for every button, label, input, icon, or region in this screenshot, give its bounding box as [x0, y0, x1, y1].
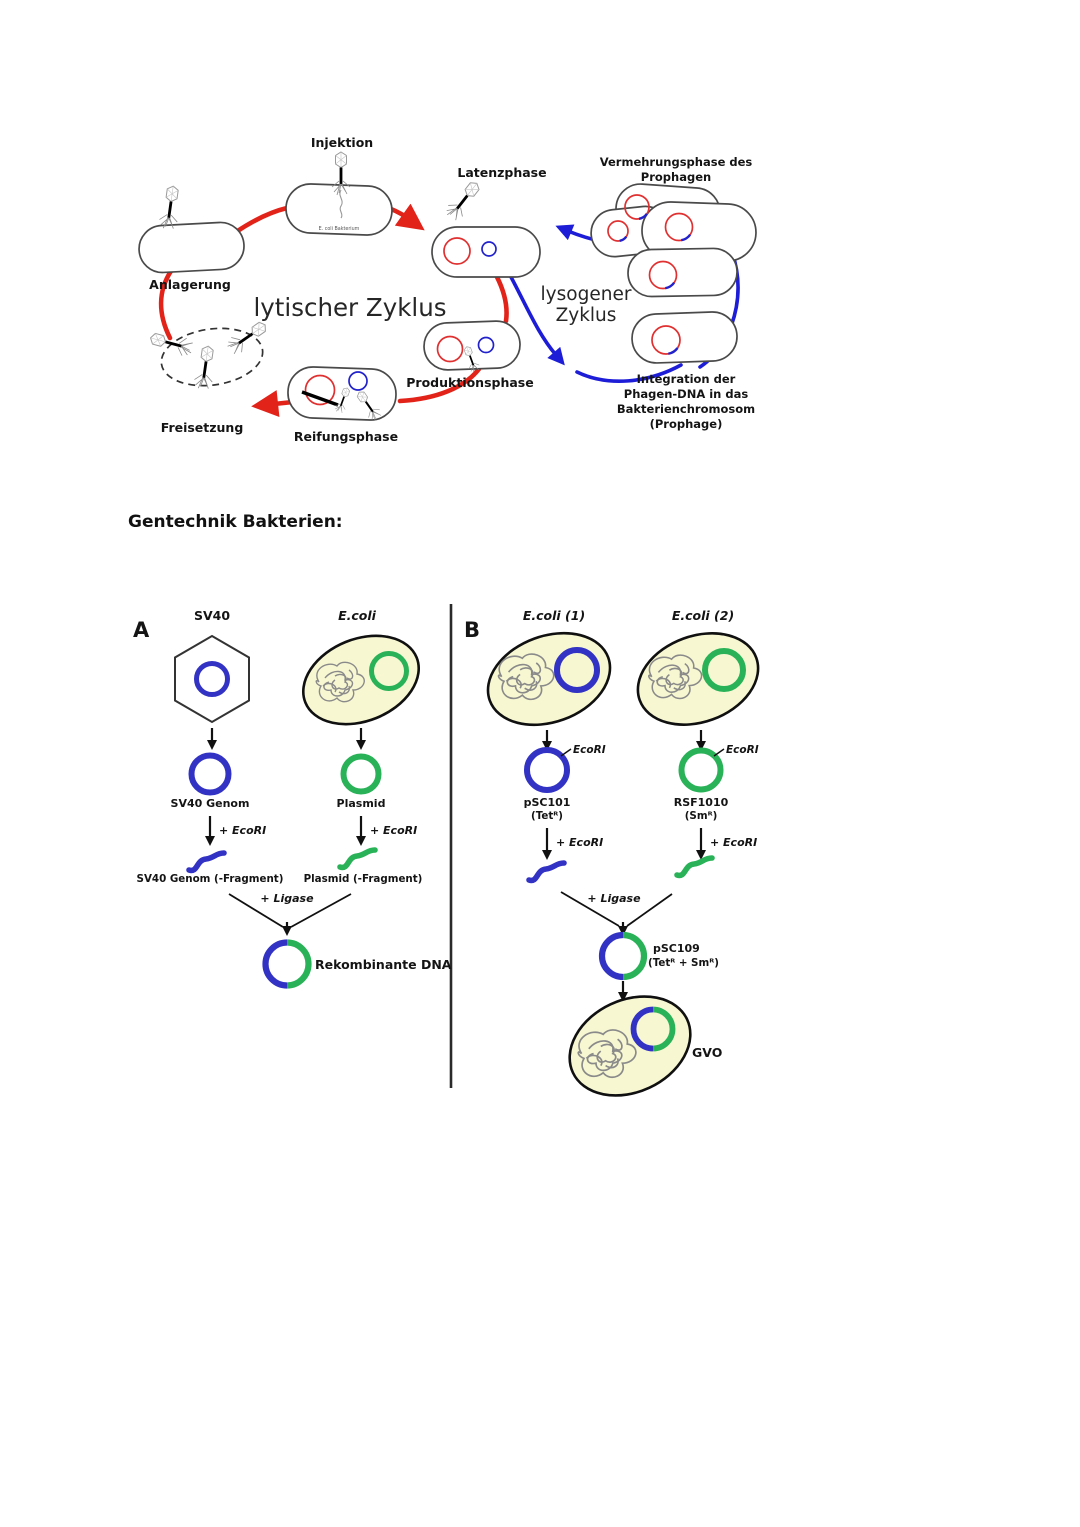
title-lysogenic-2: Zyklus	[556, 305, 617, 326]
panel-a-ligase: + Ligase	[260, 892, 314, 905]
panel-a-ecori-1: + EcoRI	[219, 824, 266, 837]
psc101-label-2: (Tetᴿ)	[531, 810, 563, 822]
ecori-site-label-1: EcoRI	[573, 744, 606, 756]
phage-tail-part	[301, 390, 339, 407]
ecoli1-cell	[486, 631, 612, 727]
gvo-cell	[568, 995, 692, 1097]
phage-icon	[441, 176, 486, 225]
produktion-cell	[423, 320, 521, 371]
psc101-fragment	[529, 863, 564, 880]
panel-a-ligase-lines	[228, 893, 352, 936]
gvo-label: GVO	[692, 1045, 722, 1060]
label-injektion: Injektion	[311, 135, 373, 150]
label-latenzphase: Latenzphase	[457, 165, 546, 180]
panel-b-ligase: + Ligase	[587, 892, 641, 905]
ecoli2-plasmid	[702, 648, 746, 692]
label-produktionsphase: Produktionsphase	[406, 375, 533, 390]
label-integration-4: (Prophage)	[650, 417, 723, 431]
phage-cycle-diagram: Injektion Latenzphase Vermehrungsphase d…	[138, 135, 757, 444]
panel-a-col2-header: E.coli	[338, 608, 377, 623]
rekombinante-ring	[262, 939, 312, 989]
ecoli-cell	[301, 634, 421, 726]
lysed-cell-dashed	[160, 327, 264, 387]
plasmid-label: Plasmid	[337, 797, 386, 810]
rsf1010-ring	[678, 747, 724, 793]
psc101-label-1: pSC101	[524, 796, 571, 809]
panel-b-ecori-1: + EcoRI	[556, 836, 603, 849]
label-vermehrung-2: Prophagen	[641, 170, 711, 184]
panel-a: A SV40 E.coli SV40 Genom Plasmid + EcoRI…	[133, 608, 452, 989]
label-integration-3: Bakterienchromosom	[617, 402, 755, 416]
cell-dna-rings	[304, 237, 497, 406]
title-lytic-cycle: lytischer Zyklus	[254, 293, 447, 322]
phage-icon	[156, 183, 184, 232]
anlagerung-cell	[138, 221, 245, 274]
prophage-rings	[607, 194, 694, 355]
ecori-site-label-2: EcoRI	[726, 744, 759, 756]
plasmid-fragment-label: Plasmid (-Fragment)	[304, 873, 423, 885]
label-freisetzung: Freisetzung	[161, 420, 244, 435]
ecori-site-tick-1	[560, 748, 572, 757]
panel-b-letter: B	[464, 618, 480, 642]
section-heading: Gentechnik Bakterien:	[128, 512, 343, 532]
latenz-cell	[431, 226, 541, 278]
rekombinante-label: Rekombinante DNA	[315, 957, 452, 972]
panel-b-ligase-lines	[560, 891, 673, 936]
ecoli1-plasmid	[554, 647, 600, 693]
title-lysogenic-1: lysogener	[541, 284, 632, 305]
panel-b: B E.coli (1) E.coli (2) EcoRI pSC101 (Te…	[464, 608, 760, 1097]
sv40-fragment	[189, 853, 224, 870]
rsf1010-label-1: RSF1010	[674, 796, 729, 809]
panel-a-ecori-arrows	[205, 816, 366, 846]
gvo-recombinant-ring	[630, 1006, 676, 1052]
sv40-capsid	[174, 634, 250, 724]
phage-icon	[191, 343, 219, 392]
plasmid-ring-in-cell	[369, 651, 409, 691]
injected-dna-squiggle	[339, 189, 343, 219]
plasmid-ring	[340, 753, 382, 795]
plasmid-fragment	[340, 850, 375, 867]
ecori-site-tick-2	[713, 748, 725, 757]
label-vermehrung-1: Vermehrungsphase des	[600, 155, 753, 169]
panel-a-col1-header: SV40	[194, 608, 230, 623]
label-ecoli-bakterium: E. coli Bakterium	[319, 226, 360, 232]
psc109-label-1: pSC109	[653, 942, 700, 955]
label-integration-2: Phagen-DNA in das	[624, 387, 749, 401]
panel-a-letter: A	[133, 618, 150, 642]
panel-a-ecori-2: + EcoRI	[370, 824, 417, 837]
phage-icon	[146, 327, 196, 360]
sv40-dna-ring	[194, 661, 230, 697]
label-reifungsphase: Reifungsphase	[294, 429, 398, 444]
panel-a-extract-arrows	[207, 728, 366, 750]
panel-b-col2-header: E.coli (2)	[672, 608, 734, 623]
label-integration-1: Integration der	[637, 372, 736, 386]
sv40-genom-label: SV40 Genom	[171, 797, 250, 810]
psc109-ring	[598, 931, 648, 981]
label-anlagerung: Anlagerung	[149, 277, 231, 292]
panel-b-extract-arrows	[542, 730, 706, 751]
gentechnik-diagram: A SV40 E.coli SV40 Genom Plasmid + EcoRI…	[133, 604, 760, 1097]
psc101-ring	[524, 747, 570, 793]
psc109-label-2: (Tetᴿ + Smᴿ)	[648, 957, 719, 969]
rsf1010-fragment	[677, 858, 712, 875]
panel-b-ecori-2: + EcoRI	[710, 836, 757, 849]
sv40-genom-ring	[188, 752, 232, 796]
sv40-fragment-label: SV40 Genom (-Fragment)	[137, 873, 284, 885]
panel-b-col1-header: E.coli (1)	[523, 608, 585, 623]
prophage-cell-cluster	[590, 183, 757, 364]
ecoli2-cell	[636, 632, 760, 726]
rsf1010-label-2: (Smᴿ)	[685, 810, 718, 822]
panel-b-ecori-arrows	[542, 828, 706, 860]
